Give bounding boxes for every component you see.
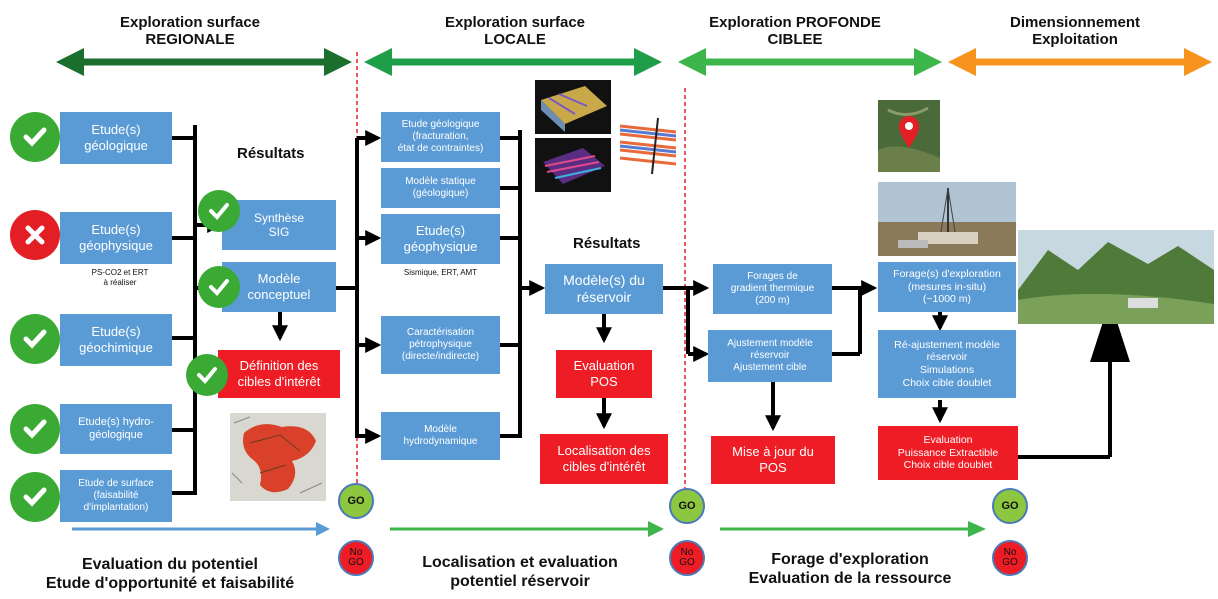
box-localisation-cibles: Localisation des cibles d'intérêt: [540, 434, 668, 484]
box-evaluation-puissance: Evaluation Puissance Extractible Choix c…: [878, 426, 1018, 480]
resultats-label-1: Résultats: [237, 145, 305, 162]
go-decision-2: GO: [669, 488, 705, 524]
check-icon: [10, 112, 60, 162]
bottom-label-3: Forage d'exploration Evaluation de la re…: [748, 551, 952, 588]
map-pin-icon: [899, 116, 919, 148]
box-local-etude-geologique: Etude géologique (fracturation, état de …: [381, 112, 500, 162]
box-etude-geochimique: Etude(s) géochimique: [60, 314, 172, 366]
phase-arrow-regionale: [56, 48, 352, 76]
bottom-arrow-2: [390, 521, 664, 537]
cross-icon: [10, 210, 60, 260]
phase-arrow-locale: [364, 48, 662, 76]
phase-title-regionale: Exploration surface REGIONALE: [119, 14, 261, 49]
box-modele-conceptuel: Modèle conceptuel: [222, 262, 336, 312]
box-mise-a-jour-pos: Mise à jour du POS: [711, 436, 835, 484]
geologic-model-image: [535, 80, 611, 134]
box-reajustement: Ré-ajustement modèle réservoir Simulatio…: [878, 330, 1016, 398]
phase-title-dimensionnement: Dimensionnement Exploitation: [1009, 14, 1141, 49]
go-decision-3: GO: [992, 488, 1028, 524]
phase-arrow-profonde: [678, 48, 942, 76]
nogo-decision-3: No GO: [992, 540, 1028, 576]
nogo-decision-2: No GO: [669, 540, 705, 576]
note-geophysique: PS-CO2 et ERT à réaliser: [91, 268, 149, 287]
final-arrow-head: [1090, 300, 1130, 362]
landscape-image: [1018, 230, 1214, 324]
check-icon: [10, 314, 60, 364]
box-modele-hydrodynamique: Modèle hydrodynamique: [381, 412, 500, 460]
box-forage-exploration: Forage(s) d'exploration (mesures in-situ…: [878, 262, 1016, 312]
box-caracterisation-petro: Caractérisation pétrophysique (directe/i…: [381, 316, 500, 374]
go-decision-1: GO: [338, 483, 374, 519]
box-definition-cibles: Définition des cibles d'intérêt: [218, 350, 340, 398]
bottom-arrow-1: [72, 522, 330, 536]
nogo-decision-1: No GO: [338, 540, 374, 576]
box-ajustement-modele: Ajustement modèle réservoir Ajustement c…: [708, 330, 832, 382]
bottom-label-1: Evaluation du potentiel Etude d'opportun…: [45, 556, 295, 593]
box-evaluation-pos: Evaluation POS: [556, 350, 652, 398]
box-modele-statique: Modèle statique (géologique): [381, 168, 500, 208]
check-icon: [186, 354, 228, 396]
check-icon: [10, 472, 60, 522]
phase-title-locale: Exploration surface LOCALE: [444, 14, 586, 49]
resultats-label-2: Résultats: [573, 235, 641, 252]
check-icon: [198, 190, 240, 232]
box-forages-gradient: Forages de gradient thermique (200 m): [713, 264, 832, 314]
box-modele-reservoir: Modèle(s) du réservoir: [545, 264, 663, 314]
phase-arrow-dimensionnement: [948, 48, 1212, 76]
note-local-geophysique: Sismique, ERT, AMT: [403, 268, 478, 277]
bottom-label-2: Localisation et evaluation potentiel rés…: [422, 554, 618, 591]
box-etude-hydro: Etude(s) hydro- géologique: [60, 404, 172, 454]
box-etude-geophysique: Etude(s) géophysique: [60, 212, 172, 264]
box-local-geophysique: Etude(s) géophysique: [381, 214, 500, 264]
box-etude-geologique: Etude(s) géologique: [60, 112, 172, 164]
box-synthese-sig: Synthèse SIG: [222, 200, 336, 250]
seismic-model-image: [535, 138, 611, 192]
fracture-diagram-image: [618, 112, 678, 178]
bottom-arrow-3: [720, 521, 986, 537]
check-icon: [10, 404, 60, 454]
check-icon: [198, 266, 240, 308]
box-etude-surface: Etude de surface (faisabilité d'implanta…: [60, 470, 172, 522]
drilling-rig-image: [878, 182, 1016, 256]
satellite-image: [878, 100, 940, 172]
regional-map-image: [230, 413, 326, 501]
phase-title-profonde: Exploration PROFONDE CIBLEE: [709, 14, 881, 49]
